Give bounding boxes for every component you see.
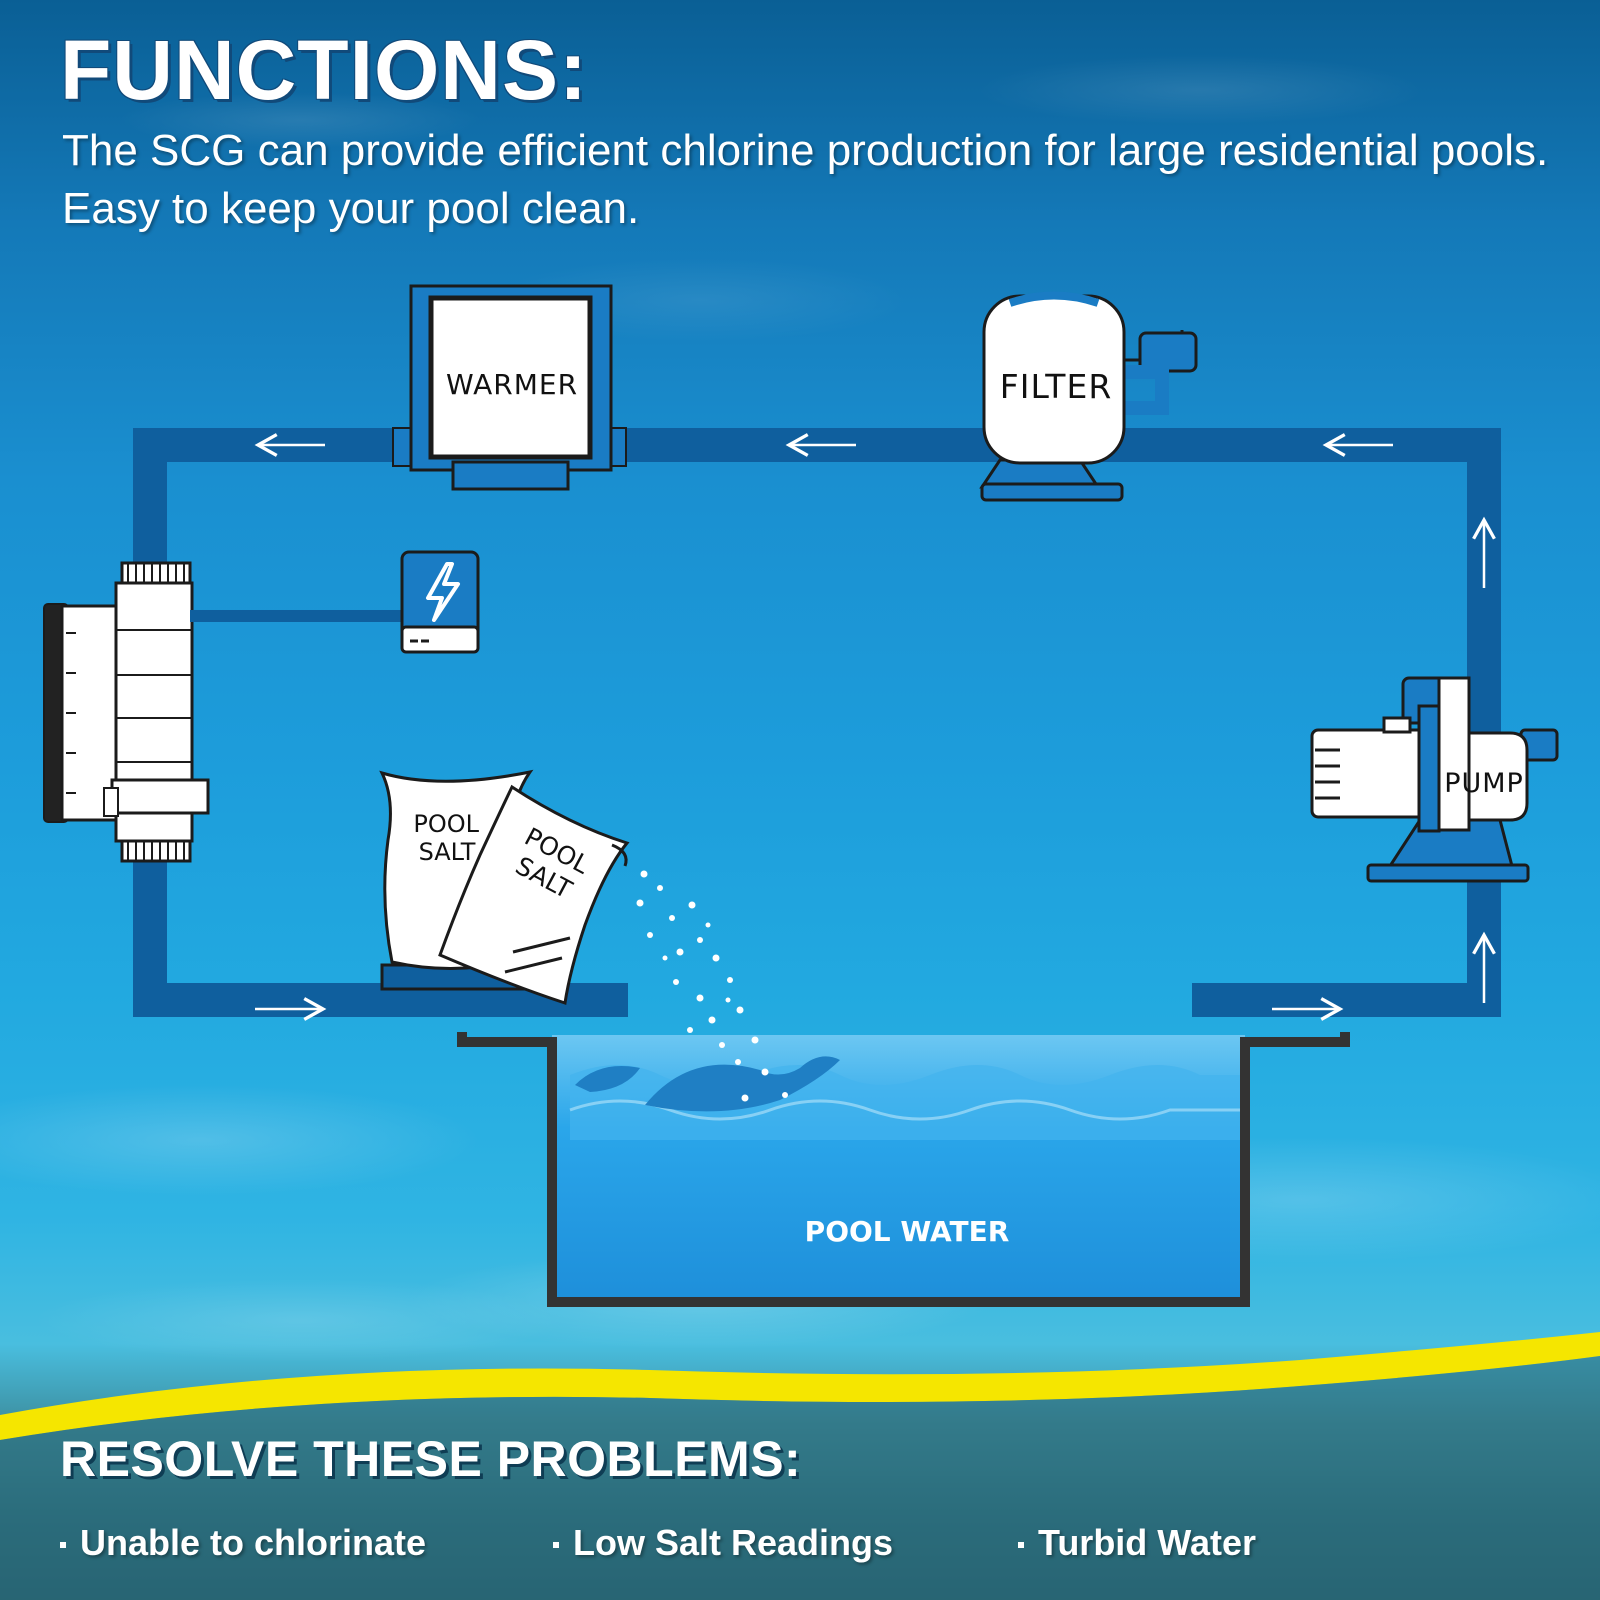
pipe-loop — [133, 428, 1501, 1017]
warmer-label: WARMER — [446, 368, 578, 401]
pool-water-label: POOL WATER — [805, 1215, 1010, 1248]
problem-text: Unable to chlorinate — [80, 1522, 427, 1563]
svg-text:POOL SALT: POOL SALT — [413, 810, 486, 866]
filter-tank-icon: FILTER — [979, 291, 1198, 502]
warmer-icon: WARMER — [392, 284, 627, 491]
bullet-icon — [553, 1542, 559, 1549]
resolve-problems-title: RESOLVE THESE PROBLEMS: — [60, 1431, 802, 1487]
salt-bag-back-label-line1: POOL — [413, 810, 479, 838]
problem-text: Turbid Water — [1038, 1522, 1256, 1563]
flow-arrows — [254, 433, 1496, 1021]
bullet-icon — [60, 1542, 66, 1549]
salt-bag-back-label-line2: SALT — [419, 838, 476, 866]
lightning-bolt-icon — [426, 562, 460, 622]
bullet-icon — [1018, 1542, 1024, 1549]
filter-label: FILTER — [1000, 367, 1113, 406]
problem-item: Unable to chlorinate — [60, 1522, 426, 1564]
functions-description: The SCG can provide efficient chlorine p… — [62, 126, 1549, 233]
power-supply-icon — [190, 550, 480, 654]
salt-grains — [636, 870, 788, 1102]
problem-item: Low Salt Readings — [553, 1522, 893, 1564]
functions-title: FUNCTIONS: — [60, 23, 588, 117]
pump-label: PUMP — [1444, 768, 1524, 799]
problem-text: Low Salt Readings — [573, 1522, 894, 1563]
salt-bag-icon: POOL SALT POOL SALT — [379, 769, 630, 1005]
pump-icon: PUMP — [1310, 676, 1559, 883]
yellow-wave-accent — [0, 1332, 1600, 1440]
salt-chlorine-generator-icon — [43, 561, 210, 863]
problem-item: Turbid Water — [1018, 1522, 1256, 1564]
pool-basin: POOL WATER — [457, 1032, 1350, 1307]
